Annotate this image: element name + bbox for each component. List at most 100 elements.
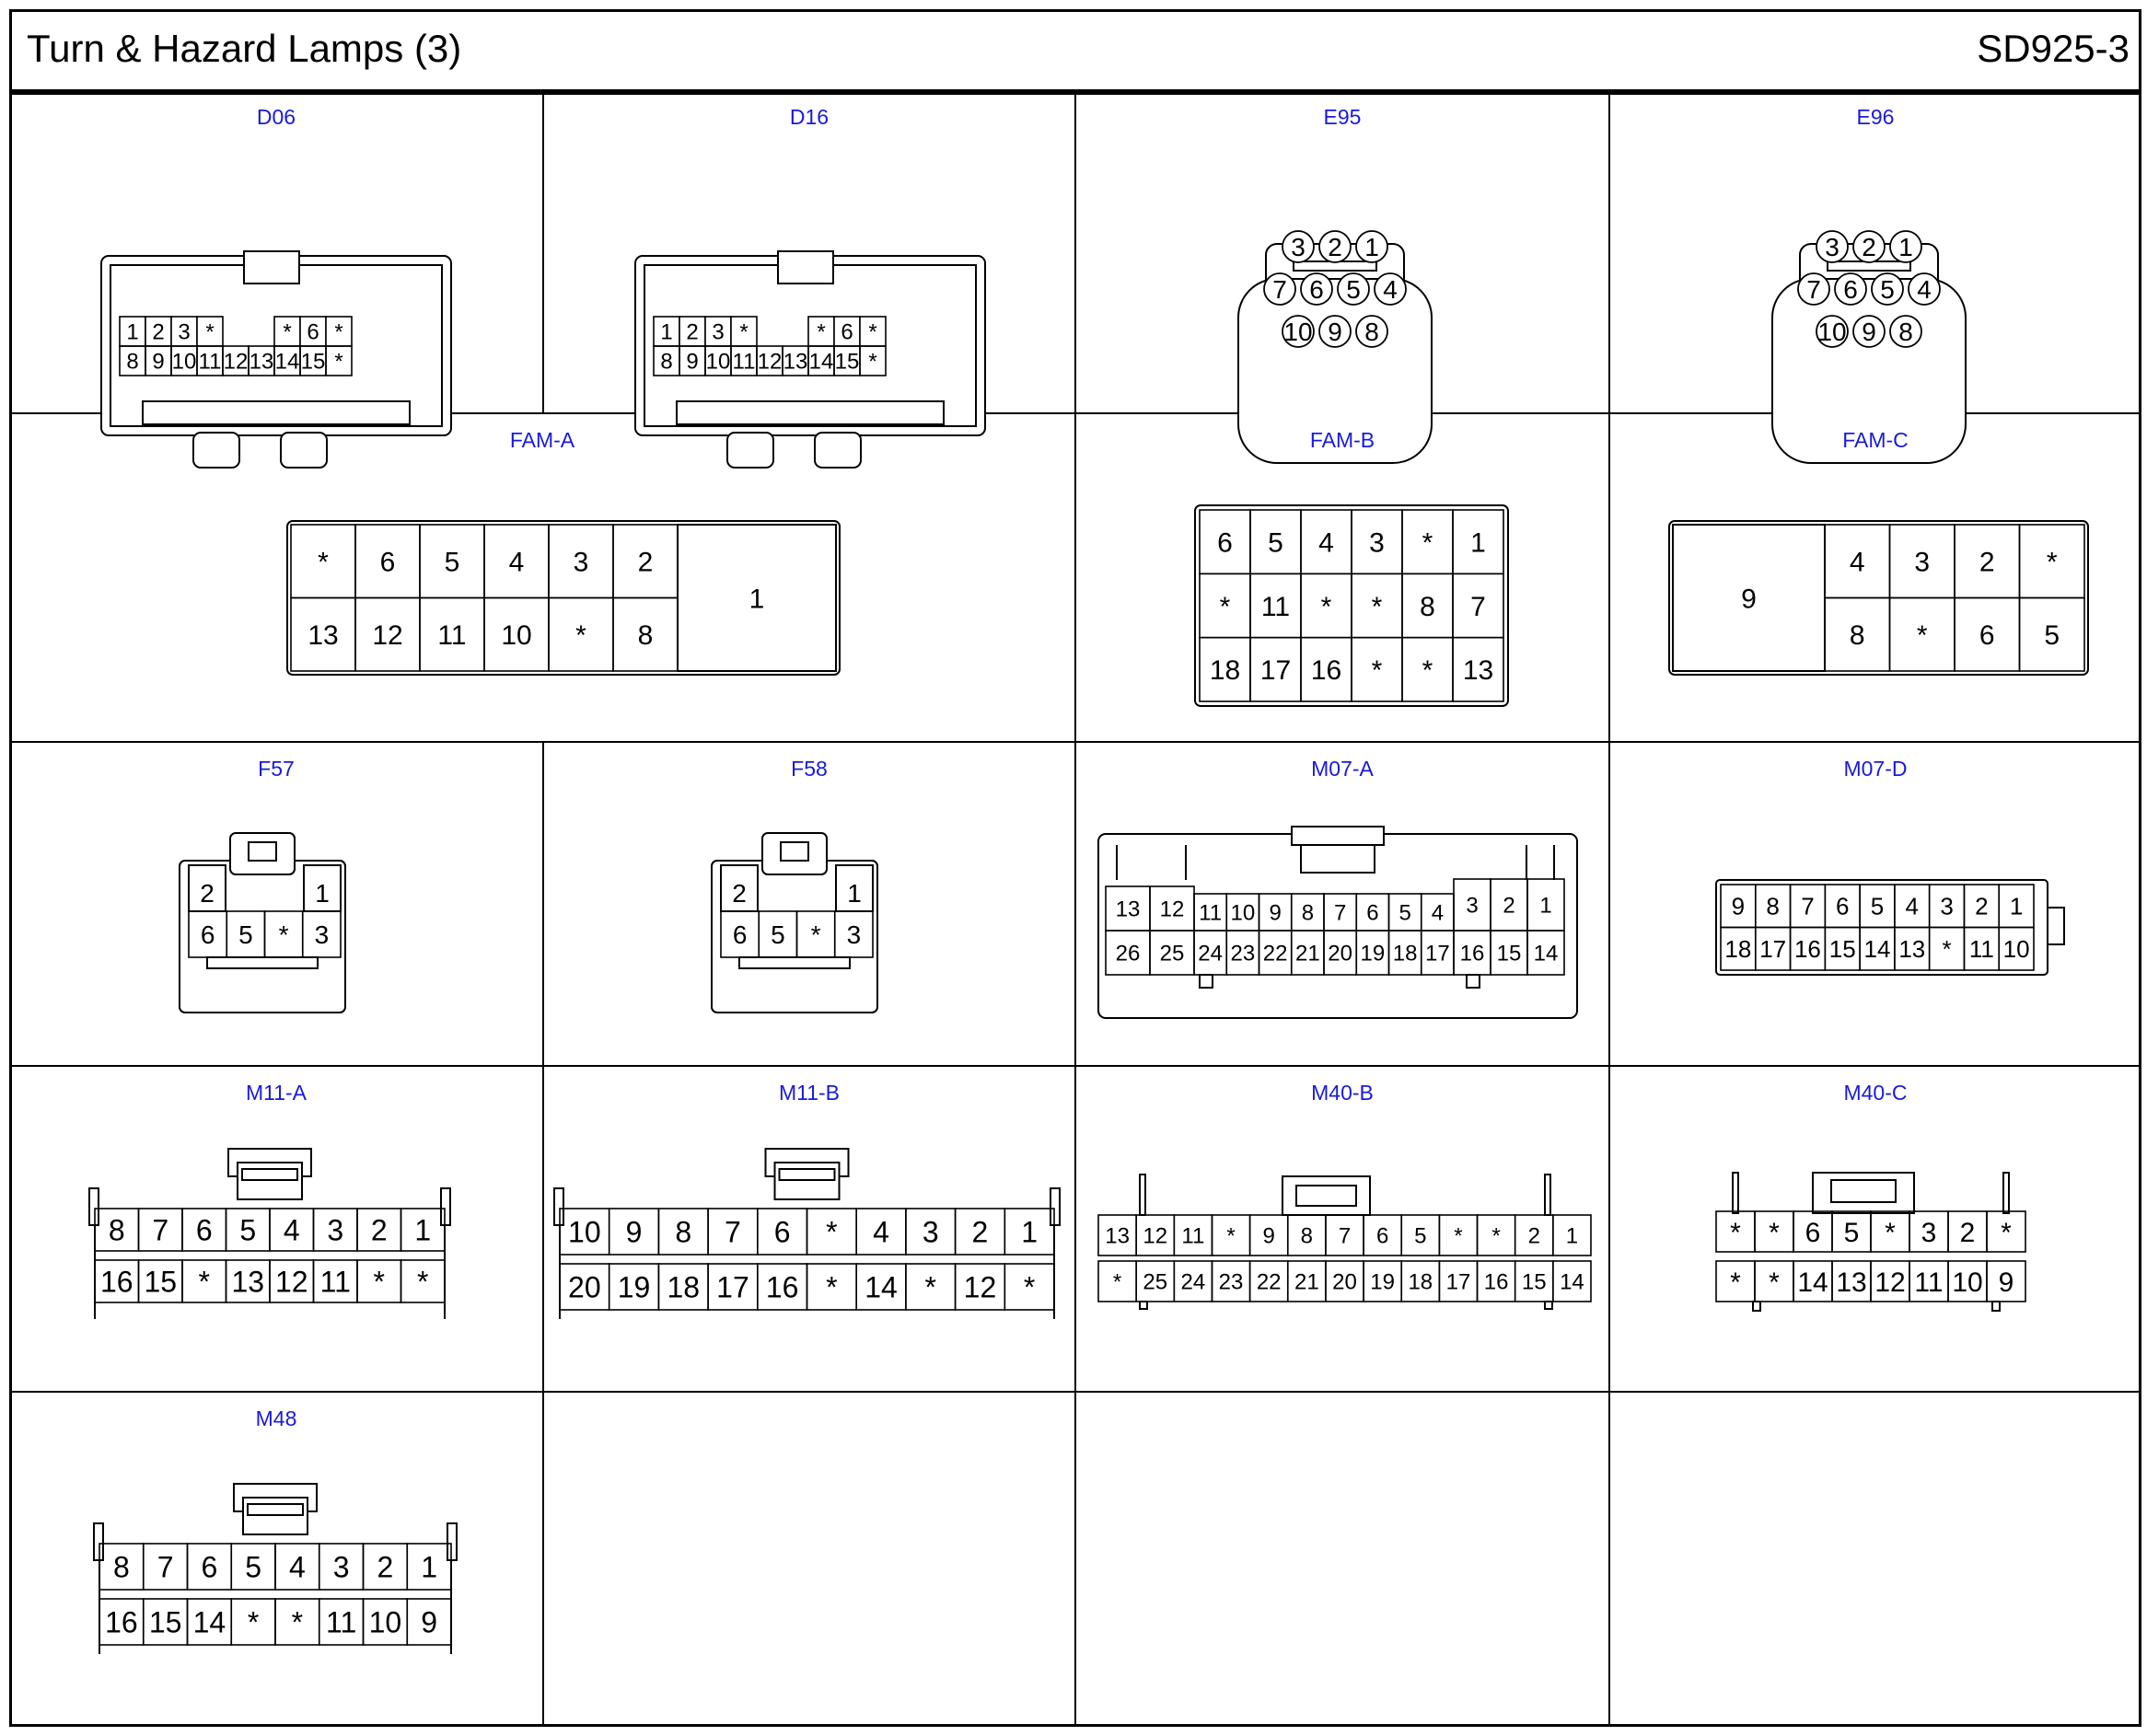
pin-label: 14 — [865, 1271, 898, 1304]
pin-label: * — [1454, 1224, 1462, 1249]
pin-cavity — [833, 316, 861, 347]
pin-label: 6 — [380, 548, 396, 578]
pin-cavity — [720, 864, 759, 912]
pin-label: 2 — [972, 1216, 989, 1249]
pin-label: 12 — [224, 350, 249, 375]
guide-post — [1544, 1174, 1551, 1216]
pin-cavity — [1337, 272, 1370, 306]
pin-label: 12 — [964, 1271, 997, 1304]
pin-label: 11 — [1261, 592, 1290, 622]
pin-label: 2 — [1862, 233, 1876, 261]
pin-cavity — [1004, 1208, 1055, 1256]
pin-label: 12 — [1160, 897, 1185, 922]
pin-cavity — [1552, 1214, 1592, 1256]
pin-label: 11 — [1199, 901, 1222, 926]
pin-label: 11 — [437, 620, 466, 651]
pin-cavity — [1672, 524, 1826, 672]
pin-label: 12 — [1874, 1267, 1905, 1298]
pin-label: 14 — [193, 1606, 226, 1639]
pin-label: 19 — [1361, 942, 1386, 966]
pin-label: 10 — [172, 350, 197, 375]
pin-cavity — [1300, 272, 1333, 306]
pin-label: 10 — [568, 1216, 601, 1249]
pin-cavity — [1889, 315, 1922, 348]
pin-label: 13 — [1898, 935, 1925, 963]
pin-label: 5 — [1398, 901, 1410, 926]
pin-label: 8 — [1898, 318, 1913, 346]
pin-label: 1 — [1364, 233, 1379, 261]
pin-label: 9 — [1732, 893, 1745, 920]
pin-label: 15 — [1497, 942, 1522, 966]
pin-label: 3 — [178, 320, 190, 345]
pin-label: 17 — [1446, 1270, 1471, 1295]
connector-drawing: BLANK — [543, 1392, 1075, 1727]
pin-label: 12 — [275, 1266, 308, 1299]
pin-label: 9 — [1263, 1224, 1275, 1249]
pin-cavity — [1552, 1260, 1592, 1302]
pin-label: 6 — [1979, 620, 1995, 651]
pin-label: 11 — [320, 1266, 351, 1299]
connector-label: M11-B — [778, 1081, 841, 1105]
pin-label: 16 — [1460, 942, 1485, 966]
pin-label: 18 — [1210, 655, 1240, 686]
pin-label: 11 — [733, 350, 756, 375]
pin-label: 3 — [327, 1214, 343, 1247]
pin-label: 8 — [675, 1216, 691, 1249]
guide-post — [1050, 1187, 1061, 1226]
pin-label: 16 — [105, 1606, 138, 1639]
pin-label: 5 — [238, 920, 253, 949]
pin-label: 3 — [923, 1216, 939, 1249]
pin-label: 13 — [308, 620, 338, 651]
pin-label: * — [1372, 655, 1383, 686]
pin-cavity — [1889, 230, 1922, 263]
pin-cavity — [1374, 272, 1407, 306]
pin-label: * — [248, 1606, 259, 1639]
pin-label: 8 — [1766, 893, 1779, 920]
pin-label: 4 — [1917, 275, 1932, 304]
pin-label: 3 — [1914, 548, 1930, 578]
tab-slot — [248, 841, 277, 862]
connector-label: F58 — [791, 757, 828, 781]
pin-label: * — [1491, 1224, 1500, 1249]
pin-label: 18 — [1393, 942, 1418, 966]
pin-label: * — [1730, 1218, 1741, 1248]
pin-label: 25 — [1160, 942, 1185, 966]
tab-slot-inner — [247, 1503, 304, 1516]
pin-cavity — [170, 316, 198, 347]
pin-label: 1 — [126, 320, 138, 345]
connector-label: FAM-C — [1842, 428, 1909, 452]
pin-label: 10 — [1231, 901, 1256, 926]
pin-label: * — [925, 1271, 936, 1304]
housing-post — [1991, 1301, 2001, 1312]
pin-label: 6 — [1376, 1224, 1388, 1249]
pin-label: 8 — [109, 1214, 125, 1247]
pin-label: 7 — [1334, 901, 1346, 926]
blank-cell: BLANK — [543, 1392, 1075, 1727]
connector-label: E96 — [1856, 105, 1895, 129]
pin-label: * — [817, 320, 825, 345]
pin-label: 1 — [421, 1551, 437, 1584]
locking-tab — [777, 250, 834, 284]
pin-cavity — [299, 316, 327, 347]
pin-label: 1 — [1566, 1224, 1578, 1249]
pin-label: * — [868, 350, 876, 375]
pin-label: 3 — [1940, 893, 1953, 920]
pin-label: 6 — [201, 1551, 217, 1584]
pin-label: 4 — [1432, 901, 1444, 926]
pin-label: 1 — [414, 1214, 431, 1247]
pin-label: 22 — [1257, 1270, 1282, 1295]
pin-label: * — [205, 320, 214, 345]
pin-label: 3 — [1466, 894, 1478, 919]
pin-label: 2 — [686, 320, 698, 345]
pin-label: 9 — [152, 350, 164, 375]
pin-label: * — [417, 1266, 428, 1299]
pin-label: 16 — [100, 1266, 133, 1299]
pin-label: 13 — [1105, 1224, 1130, 1249]
